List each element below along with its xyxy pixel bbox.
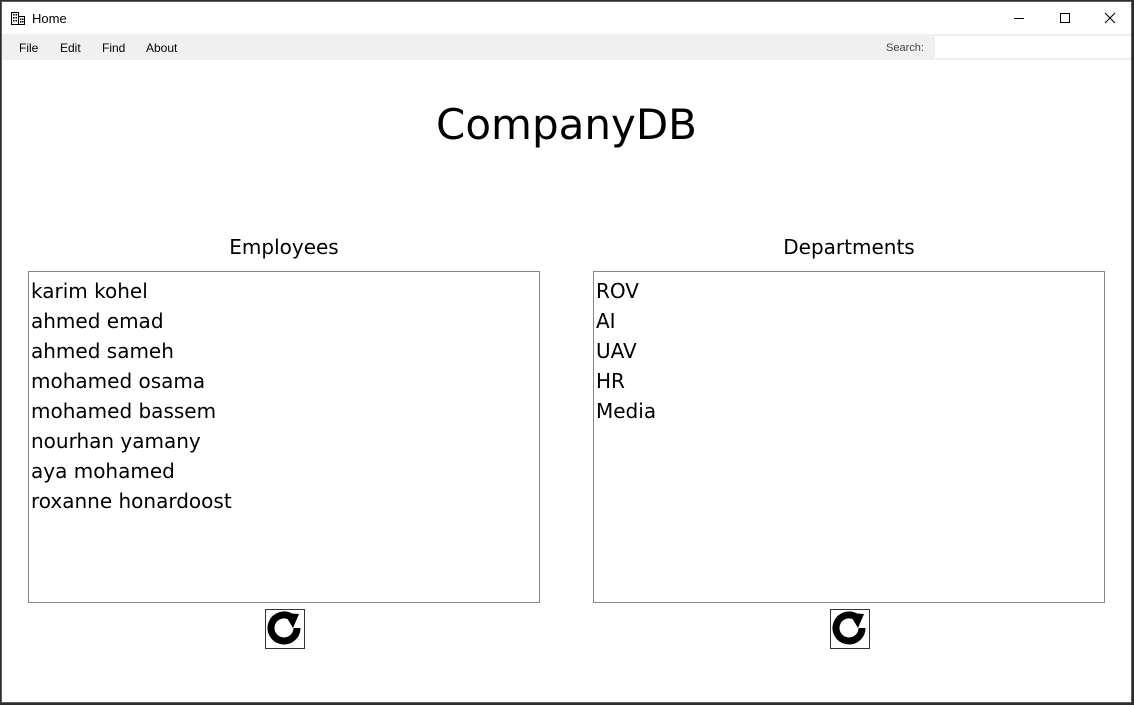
menu-file[interactable]: File — [19, 41, 39, 55]
refresh-icon — [267, 611, 301, 645]
list-item[interactable]: nourhan yamany — [31, 429, 201, 453]
maximize-icon — [1060, 12, 1070, 23]
departments-heading: Departments — [783, 235, 915, 259]
minimize-button[interactable] — [996, 2, 1042, 33]
menu-edit[interactable]: Edit — [60, 41, 81, 55]
list-item[interactable]: mohamed osama — [31, 369, 206, 393]
refresh-employees-button[interactable] — [265, 609, 305, 649]
search-label: Search: — [886, 42, 924, 54]
employees-list[interactable]: karim kohel ahmed emad ahmed sameh moham… — [28, 271, 540, 603]
maximize-button[interactable] — [1042, 2, 1088, 33]
menu-about[interactable]: About — [146, 41, 178, 55]
list-item[interactable]: HR — [596, 369, 625, 393]
close-icon — [1104, 12, 1116, 23]
minimize-icon — [1014, 17, 1024, 19]
page-title: CompanyDB — [436, 100, 697, 149]
list-item[interactable]: karim kohel — [31, 279, 148, 303]
menu-bar: File Edit Find About Search: — [2, 34, 1131, 60]
list-item[interactable]: UAV — [596, 339, 637, 363]
list-item[interactable]: aya mohamed — [31, 459, 175, 483]
list-item[interactable]: AI — [596, 309, 616, 333]
list-item[interactable]: ahmed sameh — [31, 339, 174, 363]
title-bar[interactable]: Home — [2, 2, 1131, 34]
search-input[interactable] — [935, 36, 1131, 58]
refresh-icon — [832, 611, 866, 645]
list-item[interactable]: roxanne honardoost — [31, 489, 232, 513]
list-item[interactable]: mohamed bassem — [31, 399, 217, 423]
refresh-departments-button[interactable] — [830, 609, 870, 649]
list-item[interactable]: ahmed emad — [31, 309, 164, 333]
close-button[interactable] — [1087, 2, 1131, 33]
window-title: Home — [32, 11, 67, 26]
list-item[interactable]: Media — [596, 399, 657, 423]
employees-heading: Employees — [229, 235, 339, 259]
departments-list[interactable]: ROV AI UAV HR Media — [593, 271, 1105, 603]
list-item[interactable]: ROV — [596, 279, 639, 303]
menu-find[interactable]: Find — [102, 41, 126, 55]
building-icon — [10, 10, 26, 26]
